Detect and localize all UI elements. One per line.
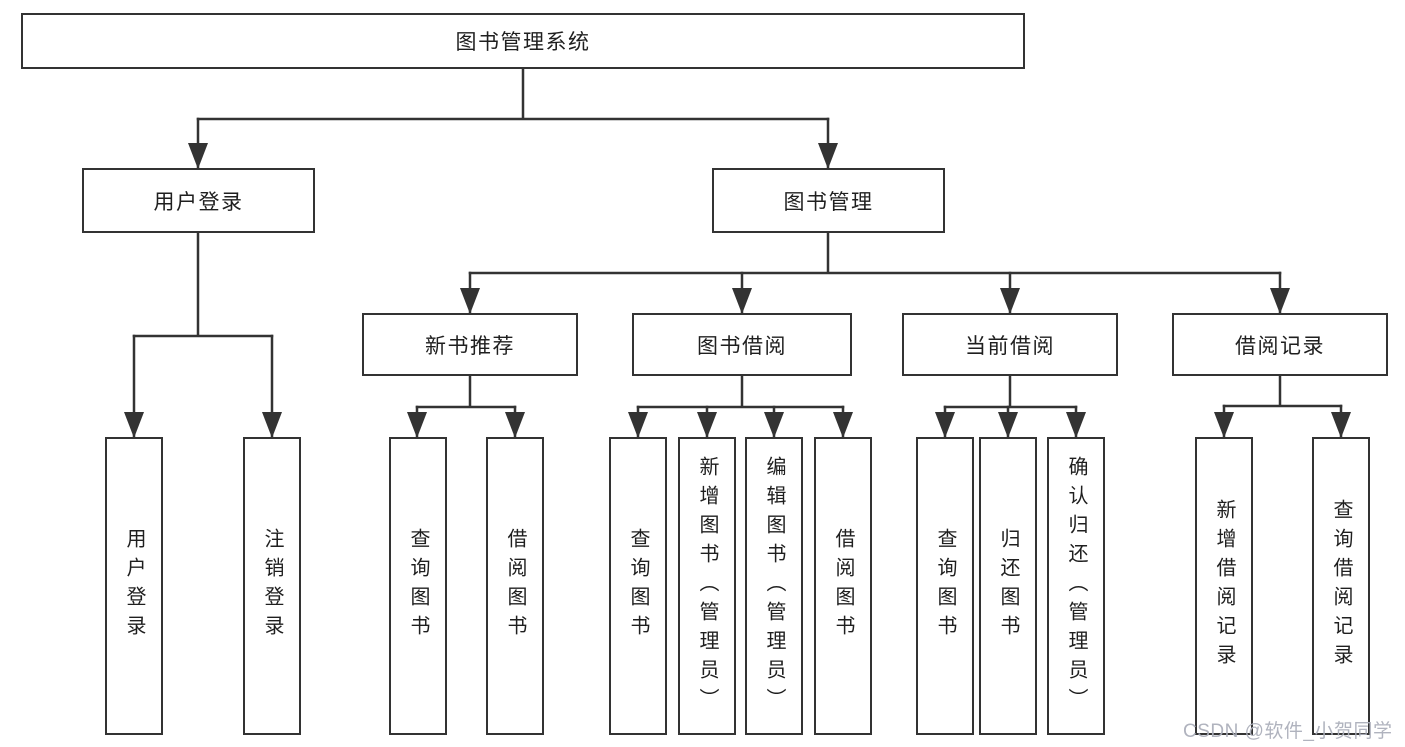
leaf-bb-edit-book-admin: 编辑图书（管理员） bbox=[745, 437, 803, 735]
leaf-cb-return-book-label: 归还图书 bbox=[997, 528, 1019, 644]
leaf-br-query-borrow-record: 查询借阅记录 bbox=[1312, 437, 1370, 735]
leaf-logout-login: 注销登录 bbox=[243, 437, 301, 735]
connector-current-borrow-split bbox=[943, 373, 1078, 409]
leaf-cb-confirm-return-admin-label: 确认归还（管理员） bbox=[1065, 455, 1087, 717]
leaf-bb-borrow-books-label: 借阅图书 bbox=[832, 528, 854, 644]
leaf-bb-add-book-admin-label: 新增图书（管理员） bbox=[696, 455, 718, 717]
connector-book-borrow-split bbox=[636, 373, 845, 409]
csdn-watermark: CSDN @软件_小贺同学 bbox=[1183, 721, 1393, 742]
connector-new-book-recommend-split bbox=[415, 373, 517, 409]
connector-book-management-split bbox=[468, 230, 1282, 275]
node-user-login: 用户登录 bbox=[82, 168, 315, 233]
leaf-br-query-borrow-record-label: 查询借阅记录 bbox=[1330, 499, 1352, 673]
leaf-br-add-borrow-record-label: 新增借阅记录 bbox=[1213, 499, 1235, 673]
leaf-nbr-borrow-books: 借阅图书 bbox=[486, 437, 544, 735]
node-new-book-recommend: 新书推荐 bbox=[362, 313, 578, 376]
leaf-bb-query-books: 查询图书 bbox=[609, 437, 667, 735]
leaf-nbr-borrow-books-label: 借阅图书 bbox=[504, 528, 526, 644]
leaf-bb-add-book-admin: 新增图书（管理员） bbox=[678, 437, 736, 735]
leaf-cb-query-books-label: 查询图书 bbox=[934, 528, 956, 644]
leaf-cb-confirm-return-admin: 确认归还（管理员） bbox=[1047, 437, 1105, 735]
leaf-cb-return-book: 归还图书 bbox=[979, 437, 1037, 735]
leaf-user-login: 用户登录 bbox=[105, 437, 163, 735]
leaf-nbr-query-books: 查询图书 bbox=[389, 437, 447, 735]
leaf-logout-login-label: 注销登录 bbox=[261, 528, 283, 644]
leaf-nbr-query-books-label: 查询图书 bbox=[407, 528, 429, 644]
leaf-br-add-borrow-record: 新增借阅记录 bbox=[1195, 437, 1253, 735]
leaf-bb-edit-book-admin-label: 编辑图书（管理员） bbox=[763, 455, 785, 717]
leaf-cb-query-books: 查询图书 bbox=[916, 437, 974, 735]
leaf-bb-query-books-label: 查询图书 bbox=[627, 528, 649, 644]
node-borrow-records: 借阅记录 bbox=[1172, 313, 1388, 376]
leaf-user-login-label: 用户登录 bbox=[123, 528, 145, 644]
leaf-bb-borrow-books: 借阅图书 bbox=[814, 437, 872, 735]
node-library-management-system: 图书管理系统 bbox=[21, 13, 1025, 69]
connector-borrow-records-split bbox=[1222, 373, 1343, 408]
node-book-management: 图书管理 bbox=[712, 168, 945, 233]
connector-root-split bbox=[196, 66, 830, 121]
node-current-borrow: 当前借阅 bbox=[902, 313, 1118, 376]
connector-user-login-split bbox=[132, 230, 274, 338]
node-book-borrow: 图书借阅 bbox=[632, 313, 852, 376]
